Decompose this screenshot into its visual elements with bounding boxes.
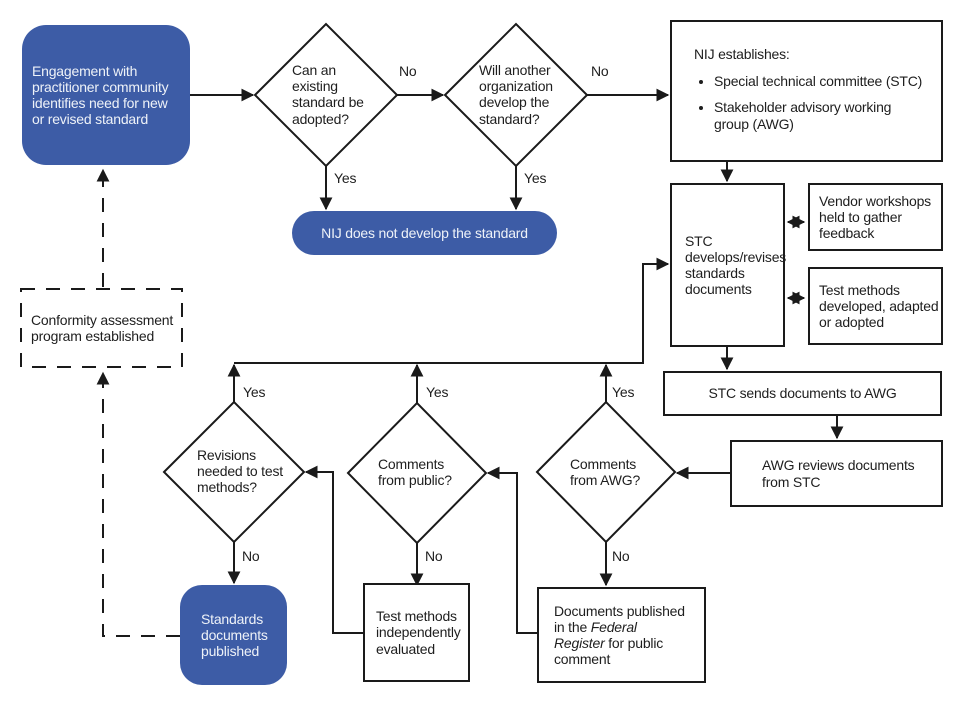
test-independent-text: Test methods independently evaluated <box>376 608 461 657</box>
comments-public-text: Comments from public? <box>378 456 452 489</box>
node-test-independent: Test methods independently evaluated <box>363 583 470 682</box>
federal-register-text: Documents published in the Federal Regis… <box>554 603 686 668</box>
node-federal-register: Documents published in the Federal Regis… <box>537 587 706 683</box>
node-test-methods-developed: Test methods developed, adapted or adopt… <box>808 267 943 345</box>
node-awg-reviews: AWG reviews documents from STC <box>730 440 943 507</box>
loop-federal-to-comments-public <box>486 466 537 634</box>
stc-sends-text: STC sends documents to AWG <box>708 385 897 402</box>
label-no-revisions: No <box>242 548 260 564</box>
label-yes-can-existing: Yes <box>334 170 357 186</box>
federal-register-post: for public comment <box>554 635 664 668</box>
federal-register-pre: Documents published in the <box>554 602 685 635</box>
awg-reviews-text: AWG reviews documents from STC <box>762 457 915 490</box>
comments-awg-text: Comments from AWG? <box>570 456 641 489</box>
nij-does-not-develop-text: NIJ does not develop the standard <box>321 224 528 241</box>
label-no-public: No <box>425 548 443 564</box>
label-yes-public: Yes <box>426 384 449 400</box>
nij-establishes-title: NIJ establishes: <box>694 46 790 62</box>
federal-register-italic: Federal Register <box>554 618 637 651</box>
will-another-text: Will another organization develop the st… <box>479 62 553 127</box>
vendor-workshops-text: Vendor workshops held to gather feedback <box>819 192 931 242</box>
test-methods-developed-text: Test methods developed, adapted or adopt… <box>819 281 939 331</box>
node-conformity: Conformity assessment program establishe… <box>20 288 183 368</box>
revisions-needed-text: Revisions needed to test methods? <box>197 447 283 496</box>
label-no-can-existing: No <box>399 63 417 79</box>
node-stc-sends: STC sends documents to AWG <box>663 371 942 416</box>
conformity-box-outline <box>20 288 183 368</box>
conformity-text: Conformity assessment program establishe… <box>31 311 174 344</box>
merge-line-to-stc-develops <box>234 257 670 364</box>
node-vendor-workshops: Vendor workshops held to gather feedback <box>808 183 943 251</box>
nij-establishes-list: Special technical committee (STC) Stakeh… <box>694 73 933 132</box>
node-stc-develops: STC develops/revises standards documents <box>670 183 787 347</box>
stc-develops-text: STC develops/revises standards documents <box>685 232 787 298</box>
label-yes-revisions: Yes <box>243 384 266 400</box>
diamond-comments-awg <box>535 400 677 544</box>
label-yes-awg: Yes <box>612 384 635 400</box>
diamond-comments-public <box>346 401 488 545</box>
loop-testindep-to-revisions <box>304 465 363 634</box>
node-engagement: Engagement with practitioner community i… <box>22 25 190 165</box>
label-yes-will-another: Yes <box>524 170 547 186</box>
nij-establishes-bullet-stc: Special technical committee (STC) <box>714 73 928 89</box>
nij-establishes-bullet-awg: Stakeholder advisory working group (AWG) <box>714 99 928 131</box>
label-no-awg: No <box>612 548 630 564</box>
standards-published-text: Standards documents published <box>201 610 268 660</box>
diamond-revisions-needed <box>162 400 306 544</box>
node-standards-published: Standards documents published <box>180 585 287 685</box>
node-nij-does-not-develop: NIJ does not develop the standard <box>292 211 557 255</box>
can-existing-text: Can an existing standard be adopted? <box>292 62 364 127</box>
engagement-text: Engagement with practitioner community i… <box>32 62 169 128</box>
dashed-standards-to-conformity <box>96 371 180 637</box>
label-no-will-another: No <box>591 63 609 79</box>
node-nij-establishes: NIJ establishes: Special technical commi… <box>670 20 943 162</box>
